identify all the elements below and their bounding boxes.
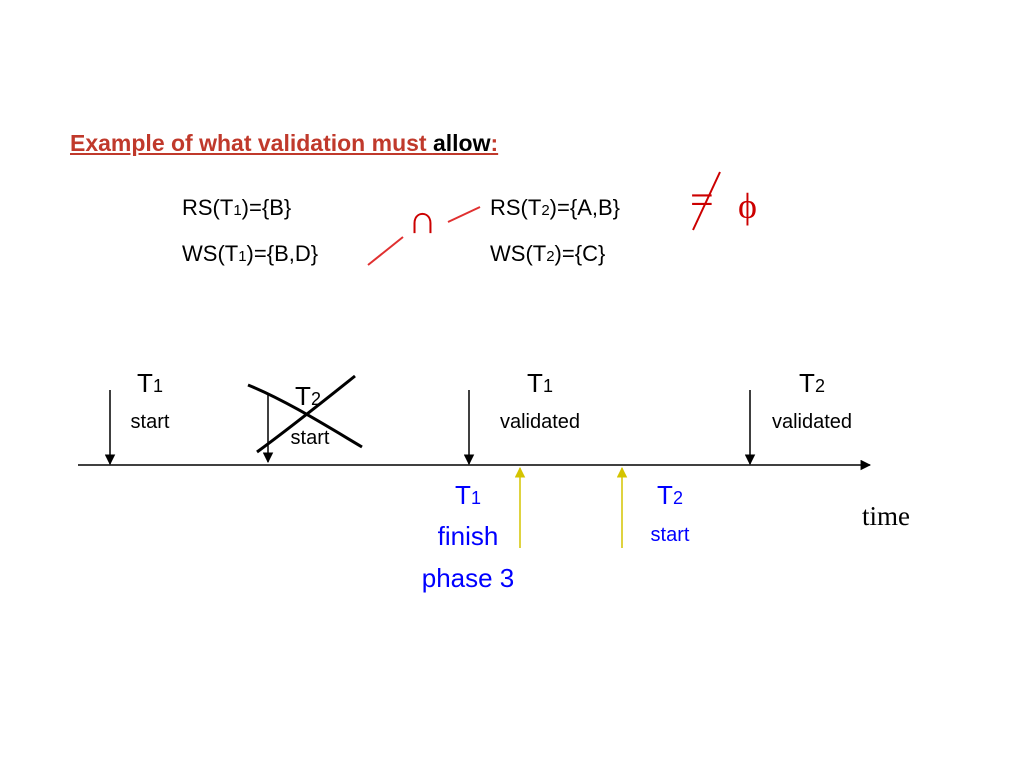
event-t2-start-below-label: start [650,524,690,546]
event-t2-start-below-name: T2 [657,480,683,510]
event-t2-validated-name: T2 [799,368,825,398]
event-t1-finish-line2: phase 3 [421,563,515,593]
not-equal-symbol: = [690,178,714,224]
event-t2-start-name: T2 [295,381,321,411]
not-equal-slash [692,171,721,231]
title-emphasis: allow [432,130,491,156]
event-t1-validated-name: T1 [527,368,553,398]
event-t1-finish-line1: finish [437,521,499,551]
event-t1-finish-name: T1 [455,480,481,510]
event-t2-start-label: start [290,427,330,449]
empty-set-symbol: ϕ [738,186,757,226]
event-t1-start-label: start [130,411,170,433]
slide-title: Example of what validation must allow: [70,130,499,156]
event-t1-start-name: T1 [137,368,163,398]
rs-t1: RS(T1)={B} [182,195,292,220]
time-axis-label: time [862,501,910,531]
ws-t1: WS(T1)={B,D} [182,241,319,266]
cross-out-stroke-1 [247,383,363,449]
cross-out-stroke-2 [256,374,356,454]
rs-t2: RS(T2)={A,B} [490,195,621,220]
intersection-line-right [447,206,481,223]
event-t2-validated-label: validated [771,411,853,433]
event-t1-validated-label: validated [499,411,581,433]
ws-t2: WS(T2)={C} [490,241,606,266]
intersection-symbol: ∩ [408,197,437,242]
intersection-line-left [367,236,404,266]
